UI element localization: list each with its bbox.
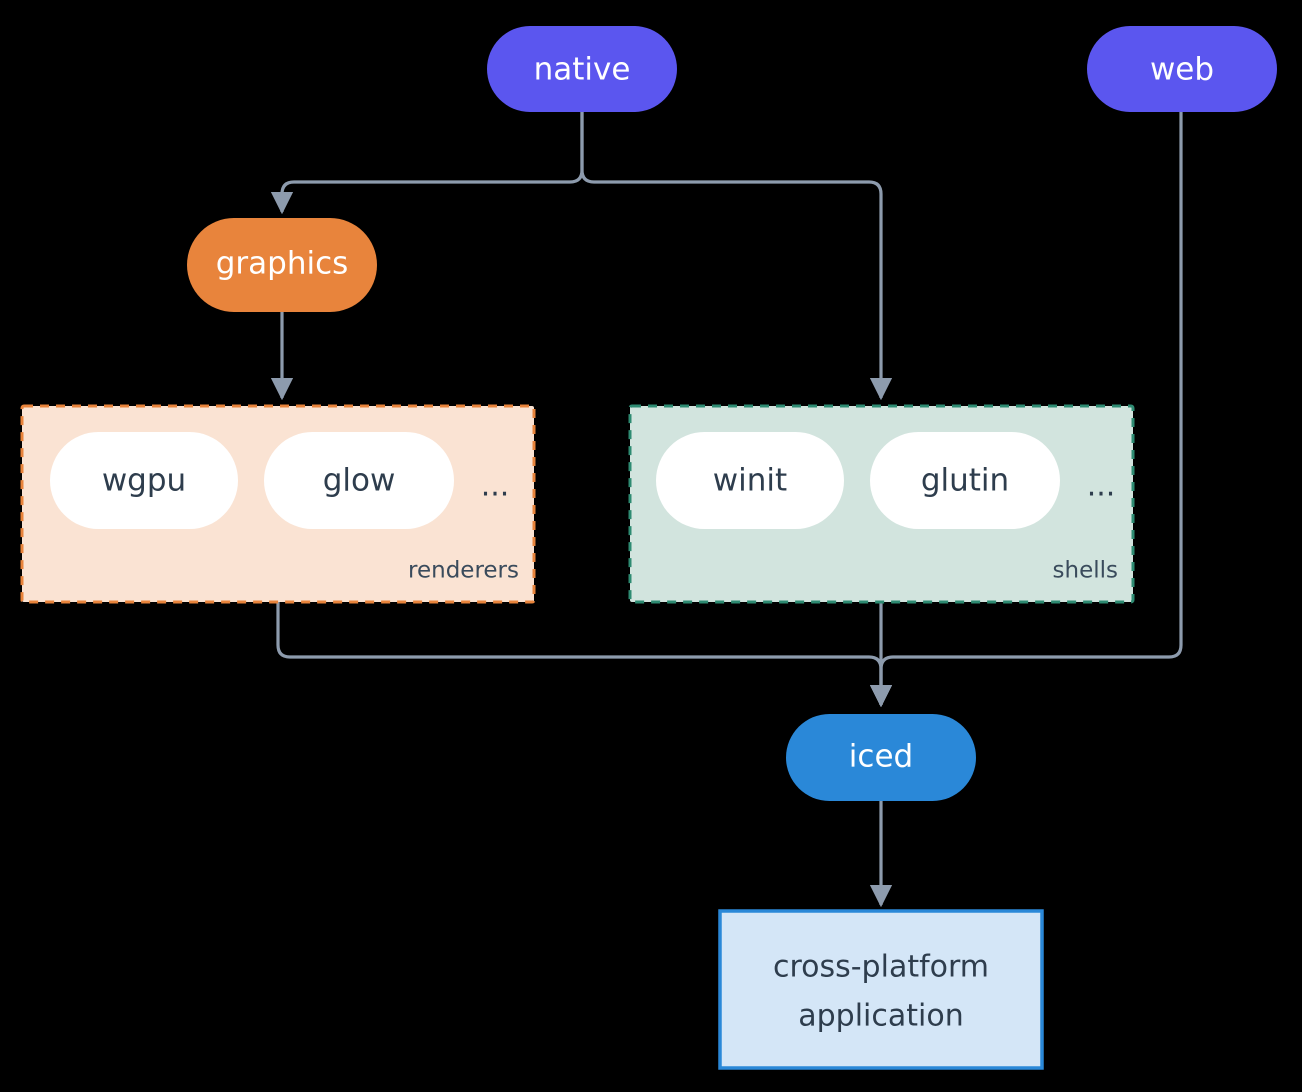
edge-layer <box>270 112 1183 908</box>
node-web[interactable]: web <box>1087 26 1277 112</box>
node-native-label: native <box>534 52 631 88</box>
shell-item-glutin-label: glutin <box>921 463 1009 499</box>
edge-renderers-to-iced <box>276 602 893 708</box>
node-graphics-label: graphics <box>216 246 349 282</box>
renderers-caption: renderers <box>408 558 519 584</box>
node-web-shape <box>1087 26 1277 112</box>
shells-overflow-ellipsis: ... <box>1087 469 1116 504</box>
node-graphics[interactable]: graphics <box>187 218 377 312</box>
shells-caption: shells <box>1053 558 1118 584</box>
node-application-shape <box>718 909 1044 1070</box>
node-web-label: web <box>1150 52 1214 88</box>
node-native-shape <box>487 26 677 112</box>
renderer-item-glow-label: glow <box>323 463 396 499</box>
node-iced-label: iced <box>849 739 913 775</box>
renderer-item-wgpu-label: wgpu <box>102 463 186 499</box>
node-iced-shape <box>786 714 976 801</box>
node-application[interactable]: cross-platform application <box>718 909 1044 1070</box>
node-application-label-line1: cross-platform <box>773 950 989 985</box>
node-graphics-shape <box>187 218 377 312</box>
renderers-overflow-ellipsis: ... <box>481 469 510 504</box>
node-iced[interactable]: iced <box>786 714 976 801</box>
edge-native-to-graphics <box>270 112 584 215</box>
edge-native-to-shells <box>580 112 893 401</box>
node-native[interactable]: native <box>487 26 677 112</box>
edge-web-to-iced <box>869 112 1183 708</box>
renderer-item-glow[interactable] <box>264 432 454 529</box>
renderer-item-wgpu[interactable] <box>50 432 238 529</box>
node-application-label-line2: application <box>798 999 963 1034</box>
group-shells[interactable]: winit glutin ... shells <box>628 404 1135 604</box>
shell-item-winit[interactable] <box>656 432 844 529</box>
group-renderers[interactable]: wgpu glow ... renderers <box>20 404 536 604</box>
shell-item-glutin[interactable] <box>870 432 1060 529</box>
shell-item-winit-label: winit <box>713 463 787 499</box>
